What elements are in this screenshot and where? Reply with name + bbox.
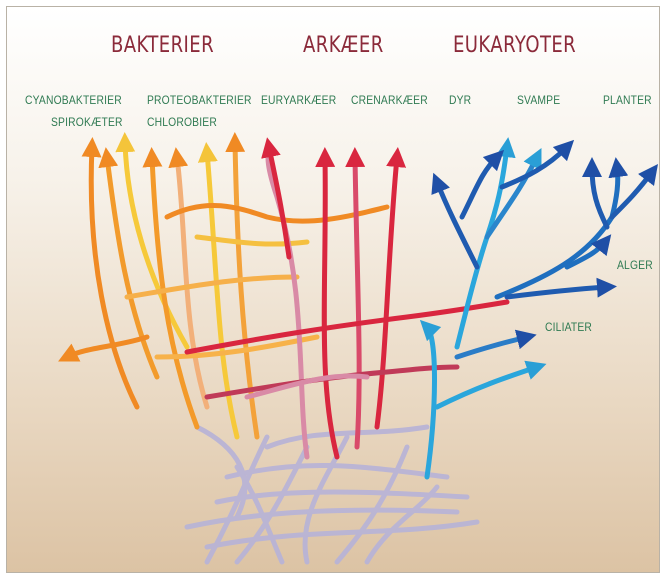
label-plants: PLANTER (603, 93, 652, 107)
label-crenarchaea: CRENARKÆER (351, 93, 428, 107)
label-euryarchaea: EURYARKÆER (261, 93, 336, 107)
domain-label-archaea: ARKÆER (303, 33, 384, 58)
root-branches (187, 427, 477, 562)
label-ciliates: CILIATER (545, 320, 592, 334)
eukarya-branches (427, 147, 652, 477)
label-algae: ALGER (617, 258, 653, 272)
tree-of-life-diagram: BAKTERIER ARKÆER EUKARYOTER CYANOBAKTERI… (6, 6, 660, 573)
label-proteobacteria: PROTEOBAKTERIER (147, 93, 252, 107)
label-fungi: SVAMPE (517, 93, 560, 107)
label-cyanobacteria: CYANOBAKTERIER (25, 93, 122, 107)
label-spirochetes: SPIROKÆTER (51, 115, 123, 129)
label-animals: DYR (449, 93, 471, 107)
domain-label-eukaryotes: EUKARYOTER (453, 33, 576, 58)
label-chlorobia: CHLOROBIER (147, 115, 217, 129)
branch-network (7, 7, 659, 572)
domain-label-bacteria: BAKTERIER (111, 33, 214, 58)
